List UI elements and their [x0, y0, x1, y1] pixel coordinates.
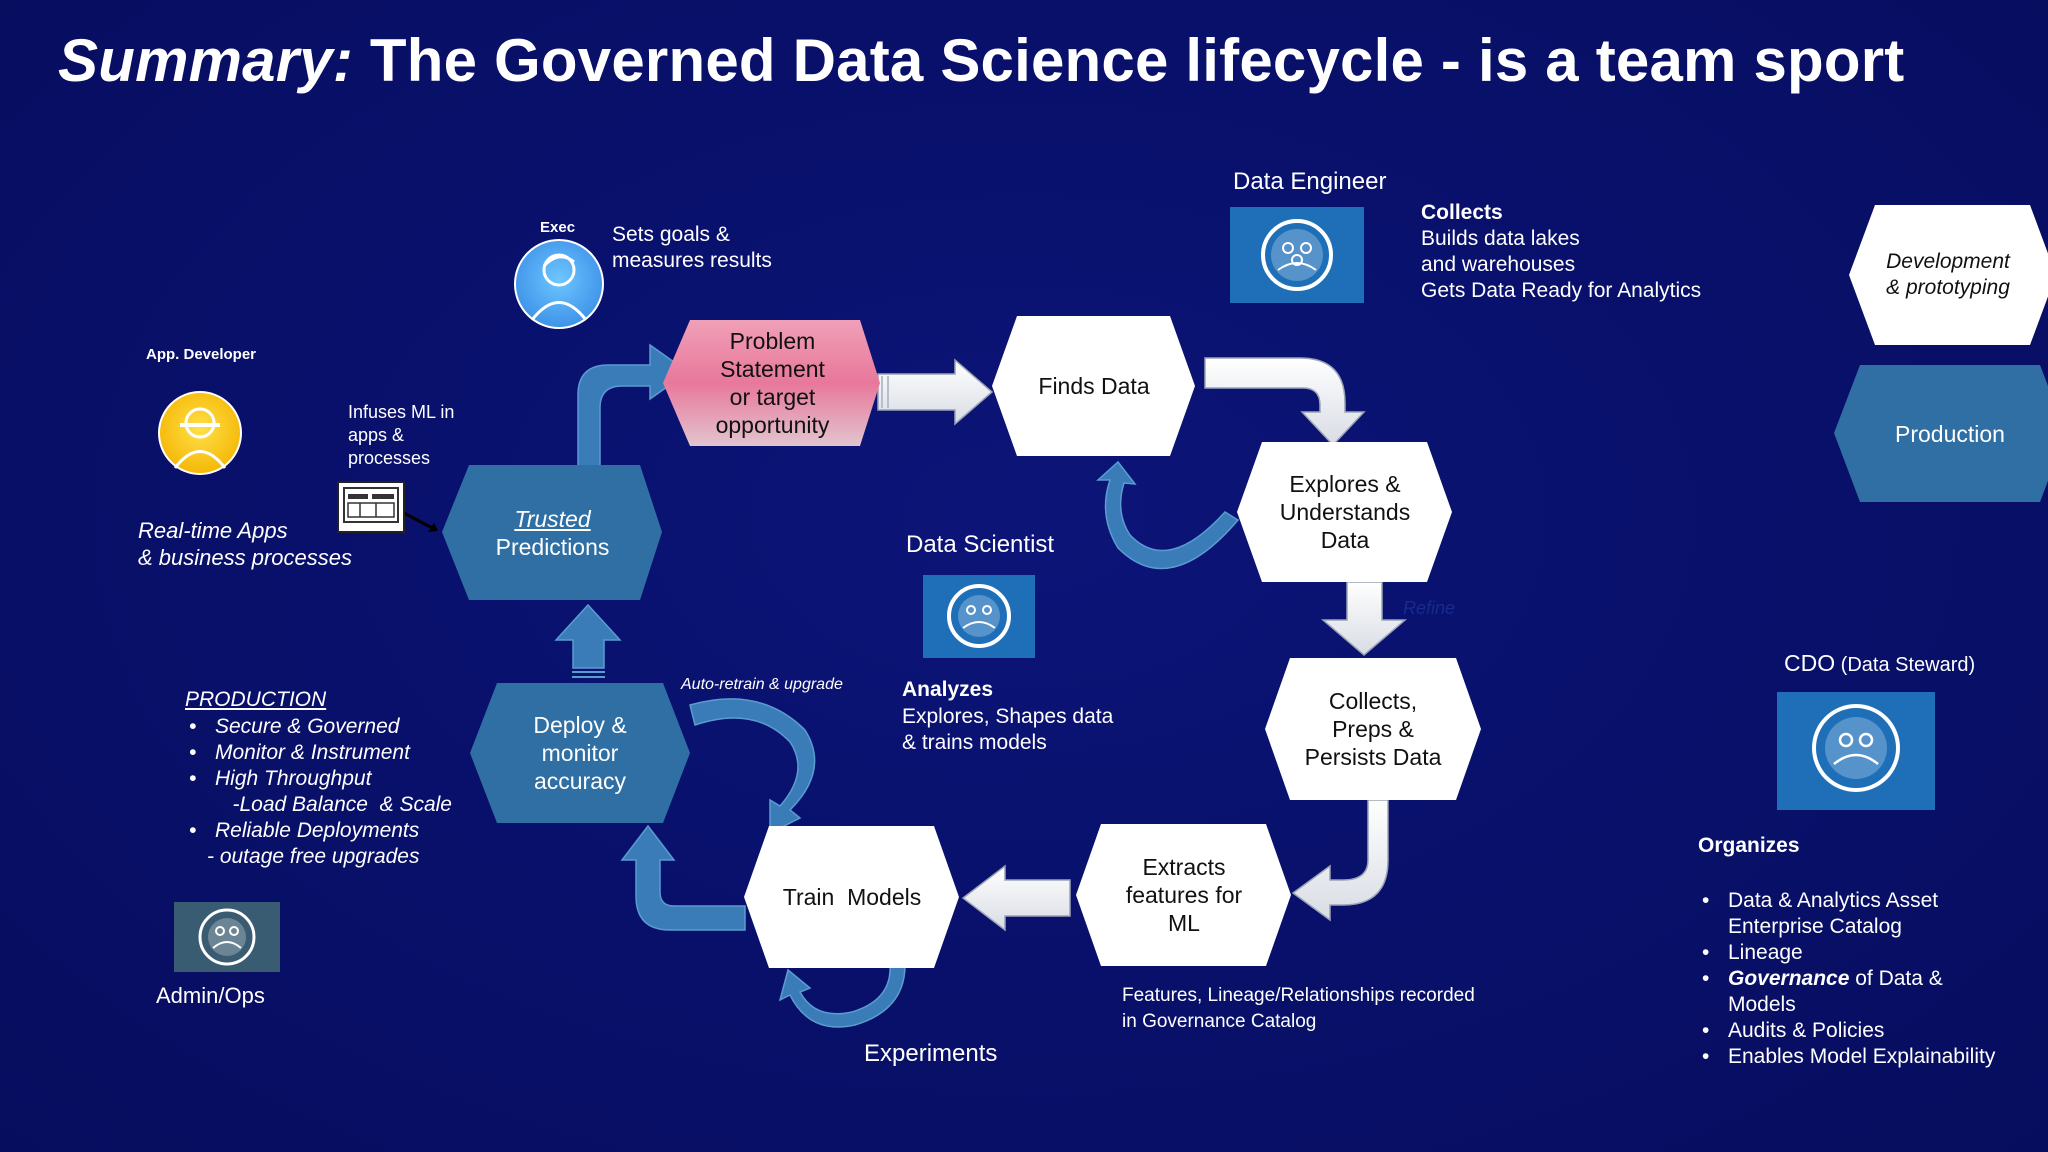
hex-explores-label: Explores & Understands Data: [1279, 471, 1411, 553]
legend-hex-development: [1849, 205, 2048, 345]
data-engineer-lines: Builds data lakes and warehouses Gets Da…: [1421, 227, 1702, 302]
arrow-collects-to-extracts: [1291, 799, 1389, 922]
dashboard-screen-icon: [337, 481, 405, 533]
developer-avatar-icon: [158, 391, 242, 475]
organizes-item: Enables Model Explainability: [1698, 1044, 2038, 1070]
admin-ops-team-icon: [174, 902, 280, 972]
exec-desc: Sets goals & measures results: [612, 223, 772, 272]
exec-avatar-icon: [514, 239, 604, 329]
hex-finds-data: [992, 316, 1195, 456]
collects-heading: Collects: [1421, 201, 1503, 224]
hex-train-label: Train Models: [782, 884, 922, 910]
cdo-sub: (Data Steward): [1835, 654, 1976, 676]
data-scientist-label: Data Scientist: [906, 531, 1055, 558]
arrow-refine-loop: [1096, 460, 1240, 570]
production-item: Monitor & Instrument: [185, 740, 485, 766]
governance-word: Governance: [1728, 967, 1850, 990]
hex-deploy-label: Deploy & monitor accuracy: [533, 712, 627, 794]
refine-label: Refine: [1403, 598, 1456, 618]
legend-hex-production: [1834, 365, 2048, 502]
arrow-experiments-loop: [778, 964, 906, 1028]
hex-problem-statement: [663, 320, 880, 446]
legend-production-label: Production: [1895, 420, 2005, 447]
auto-retrain-label: Auto-retrain & upgrade: [681, 676, 843, 693]
exec-label: Exec: [540, 219, 576, 236]
hex-extracts-features: [1076, 824, 1291, 966]
hex-finds-label: Finds Data: [1038, 373, 1150, 399]
hex-collects-label: Collects, Preps & Persists Data: [1304, 688, 1442, 770]
data-scientist-lines: Explores, Shapes data & trains models: [902, 705, 1114, 754]
hex-train-models: [744, 826, 959, 968]
title-lead: Summary:: [58, 27, 354, 94]
hex-problem-label: Problem Statement or target opportunity: [715, 328, 830, 438]
legend-development-label: Development & prototyping: [1886, 250, 2010, 299]
production-item: Reliable Deployments: [185, 818, 485, 844]
arrow-problem-to-finds: [877, 358, 994, 426]
admin-ops-label: Admin/Ops: [156, 983, 265, 1008]
data-engineer-team-icon: [1230, 207, 1364, 303]
page-title: Summary: The Governed Data Science lifec…: [58, 26, 1904, 95]
predictions-word: Predictions: [495, 533, 610, 560]
features-note: Features, Lineage/Relationships recorded…: [1122, 985, 1475, 1032]
organizes-item: Data & Analytics Asset Enterprise Catalo…: [1698, 888, 2038, 940]
organizes-item: Governance of Data & Models: [1698, 966, 2038, 1018]
hex-deploy-monitor: [470, 683, 690, 823]
app-developer-label: App. Developer: [146, 346, 257, 363]
arrow-auto-retrain-loop: [689, 698, 816, 835]
production-item: High Throughput: [185, 766, 485, 792]
app-developer-desc: Infuses ML in apps & processes: [348, 402, 455, 468]
organizes-item: Lineage: [1698, 940, 2038, 966]
arrow-extracts-to-train: [961, 864, 1071, 932]
arrow-explores-to-collects: [1320, 581, 1408, 656]
production-subitem: -Load Balance & Scale: [215, 793, 452, 816]
arrow-train-to-deploy: [620, 824, 746, 931]
organizes-heading: Organizes: [1698, 834, 1800, 857]
hex-trusted-label: Trusted Predictions: [450, 465, 655, 600]
production-subitem: - outage free upgrades: [207, 845, 420, 868]
cdo-label: CDO: [1784, 650, 1836, 676]
hex-trusted-predictions: [442, 465, 662, 600]
organizes-item: Audits & Policies: [1698, 1018, 2038, 1044]
app-developer-caption: Real-time Apps & business processes: [138, 518, 352, 570]
cdo-team-icon: [1777, 692, 1935, 810]
trusted-word: Trusted: [514, 505, 591, 532]
arrow-finds-to-explores: [1204, 357, 1366, 447]
production-list: Secure & Governed Monitor & Instrument H…: [185, 714, 485, 870]
data-engineer-label: Data Engineer: [1233, 168, 1387, 195]
cdo-title: CDO (Data Steward): [1784, 650, 1975, 677]
hex-explores-data: [1237, 442, 1452, 582]
pointer-dashboard-to-trusted: [401, 510, 437, 532]
experiments-label: Experiments: [864, 1040, 998, 1067]
title-rest: The Governed Data Science lifecycle - is…: [353, 27, 1905, 94]
hex-extracts-label: Extracts features for ML: [1125, 854, 1243, 936]
data-scientist-team-icon: [923, 575, 1035, 658]
production-item: Secure & Governed: [185, 714, 485, 740]
governance-rest: of Data & Models: [1728, 967, 1943, 1016]
hex-collects-data: [1265, 658, 1481, 800]
arrow-deploy-to-trusted: [554, 603, 622, 669]
organizes-list: Data & Analytics Asset Enterprise Catalo…: [1698, 888, 2038, 1070]
analyzes-heading: Analyzes: [902, 678, 994, 701]
production-title: PRODUCTION: [185, 688, 327, 711]
